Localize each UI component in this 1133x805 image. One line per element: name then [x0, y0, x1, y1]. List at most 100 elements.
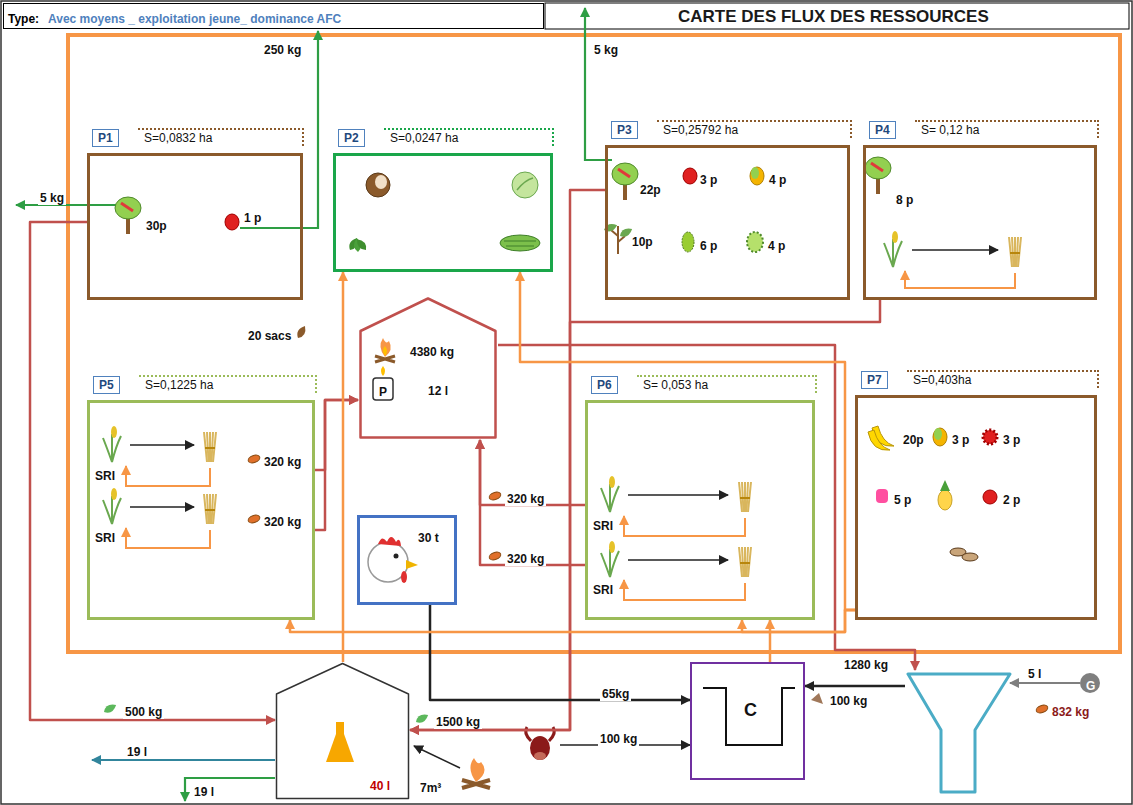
compost-pit-symbol [703, 688, 795, 745]
banana-icon [868, 430, 890, 450]
seed-icon [950, 548, 978, 561]
straw-icon [204, 432, 216, 462]
text-holder: P3 [611, 120, 638, 139]
straw-icon [740, 497, 750, 499]
node-text: 12 l [428, 384, 448, 398]
node-text: 40 l [370, 779, 390, 793]
node-text: SRI [95, 469, 115, 483]
text-holder: 100 kg [828, 691, 869, 709]
seed-icon [962, 553, 978, 561]
text-holder: S= 0,12 ha [915, 120, 1099, 138]
text-holder: 7m³ [418, 778, 443, 796]
text-holder: SRI [95, 466, 115, 484]
straw-icon [205, 447, 215, 449]
rambutan-icon [983, 430, 997, 444]
parcel-box: P1S=0,0832 ha30p1 p [87, 153, 303, 300]
house-node: 4380 kgP12 l [358, 296, 498, 440]
process-arrow [912, 249, 998, 251]
distillery-node: 40 l [275, 662, 410, 800]
text-holder: 4 p [769, 170, 786, 188]
text-holder: 2 p [1003, 490, 1020, 508]
text-holder: 3 p [1003, 430, 1020, 448]
rice-plant-icon [601, 541, 619, 577]
rice-plant-icon [884, 239, 902, 267]
pineapple-icon [940, 480, 950, 491]
node-text: 20p [903, 433, 924, 447]
flow-arrow [315, 400, 358, 530]
straw-icon [205, 509, 215, 511]
mango-icon [750, 167, 764, 185]
grain-icon [247, 514, 261, 525]
tree-icon [618, 169, 630, 177]
text-holder: S=0,0247 ha [384, 128, 554, 146]
jackfruit-icon [682, 232, 694, 252]
leaf-icon [354, 237, 368, 252]
recycle-arrow [624, 580, 745, 600]
leaf-icon [102, 702, 118, 715]
node-text: 30 t [418, 531, 439, 545]
rice-plant-icon [601, 549, 619, 577]
node-text: 5 p [894, 493, 911, 507]
node-text: 10p [632, 235, 653, 249]
node-text: 22p [640, 183, 661, 197]
mango-icon [933, 428, 947, 446]
export-arrow [185, 778, 275, 801]
mill-node: 5 lG832 kg [905, 670, 1127, 795]
edge-label: 320 kg [262, 455, 303, 469]
edge-label: 500 kg [123, 705, 164, 719]
leaf-icon [295, 324, 308, 340]
flow-quantity: 250 kg [262, 43, 303, 57]
sapling-icon [611, 226, 625, 254]
parcel-id: P3 [611, 121, 638, 139]
poultry-box: 30 t [357, 515, 457, 605]
node-text: G [1086, 679, 1095, 693]
edge-label: 65kg [600, 687, 631, 701]
node-text: 6 p [700, 239, 717, 253]
parcel-area: S=0,0832 ha [138, 128, 304, 146]
flow-quantity: 19 l [125, 745, 149, 759]
firewood-icon [462, 758, 490, 788]
rambutan-icon [983, 430, 997, 444]
flow-arrow [520, 272, 855, 610]
text-holder: P5 [93, 375, 120, 394]
text-holder: P2 [338, 128, 365, 147]
parcel-id: P2 [338, 129, 365, 147]
leaf-icon [295, 324, 308, 340]
cattle-icon [530, 736, 550, 760]
text-holder: 250 kg [262, 40, 303, 58]
rice-plant-icon [601, 484, 619, 512]
parcel-box: P3S=0,25792 ha22p3 p4 p10p6 p4 p [605, 145, 850, 300]
chicken-icon [401, 571, 407, 583]
chicken-icon [368, 537, 418, 583]
parcel-area: S=0,403ha [907, 370, 1099, 388]
edge-label: 1280 kg [842, 658, 890, 672]
text-holder: 3 p [952, 430, 969, 448]
node-text: Avec moyens _ exploitation jeune_ domina… [48, 12, 341, 26]
chicken-icon [378, 537, 401, 546]
gas-bottle-icon [373, 378, 393, 400]
node-text: 1 p [244, 211, 261, 225]
node-text: 832 kg [1052, 705, 1089, 719]
mango-icon [750, 167, 764, 185]
process-arrow [628, 494, 728, 496]
edge-label: 1500 kg [434, 715, 482, 729]
grain-icon [247, 454, 261, 465]
export-arrow [585, 8, 612, 160]
text-holder: 65kg [600, 684, 631, 702]
leaf-icon [414, 712, 430, 725]
fruit-icon [683, 168, 697, 184]
flow-arrow [480, 440, 585, 505]
text-holder: S=0,25792 ha [657, 120, 852, 138]
tree-icon [623, 184, 627, 200]
tree-icon [876, 178, 880, 194]
text-holder: 19 l [192, 782, 216, 800]
export-arrow [92, 759, 275, 761]
cucumber-icon [504, 241, 536, 246]
input-arrow [414, 746, 460, 768]
tree-icon [115, 197, 141, 234]
coconut-icon [366, 173, 390, 197]
text-holder: 1 p [244, 208, 261, 226]
straw-icon [204, 494, 216, 524]
title-box [545, 3, 1129, 29]
